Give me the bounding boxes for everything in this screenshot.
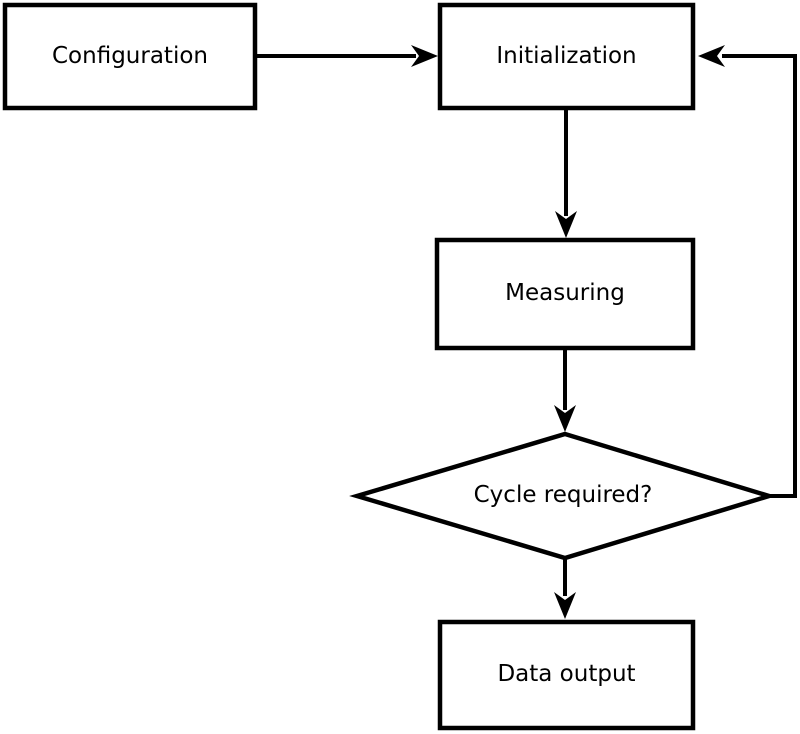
arrowhead-into-measuring-top: [555, 211, 577, 238]
node-data-output-box: [437, 619, 696, 731]
arrowhead-into-data-output-top: [554, 592, 576, 619]
node-configuration-box: [2, 2, 258, 111]
node-measuring-box: [434, 237, 696, 351]
arrowhead-into-initialization-right: [698, 45, 725, 67]
arrowhead-into-cycle-required-top: [554, 405, 576, 432]
node-initialization-box: [437, 2, 696, 111]
node-cycle-required-diamond: [349, 431, 777, 561]
edge-cycle-required-to-initialization-feedback: [722, 54, 797, 498]
arrowhead-into-initialization-left: [411, 45, 438, 67]
